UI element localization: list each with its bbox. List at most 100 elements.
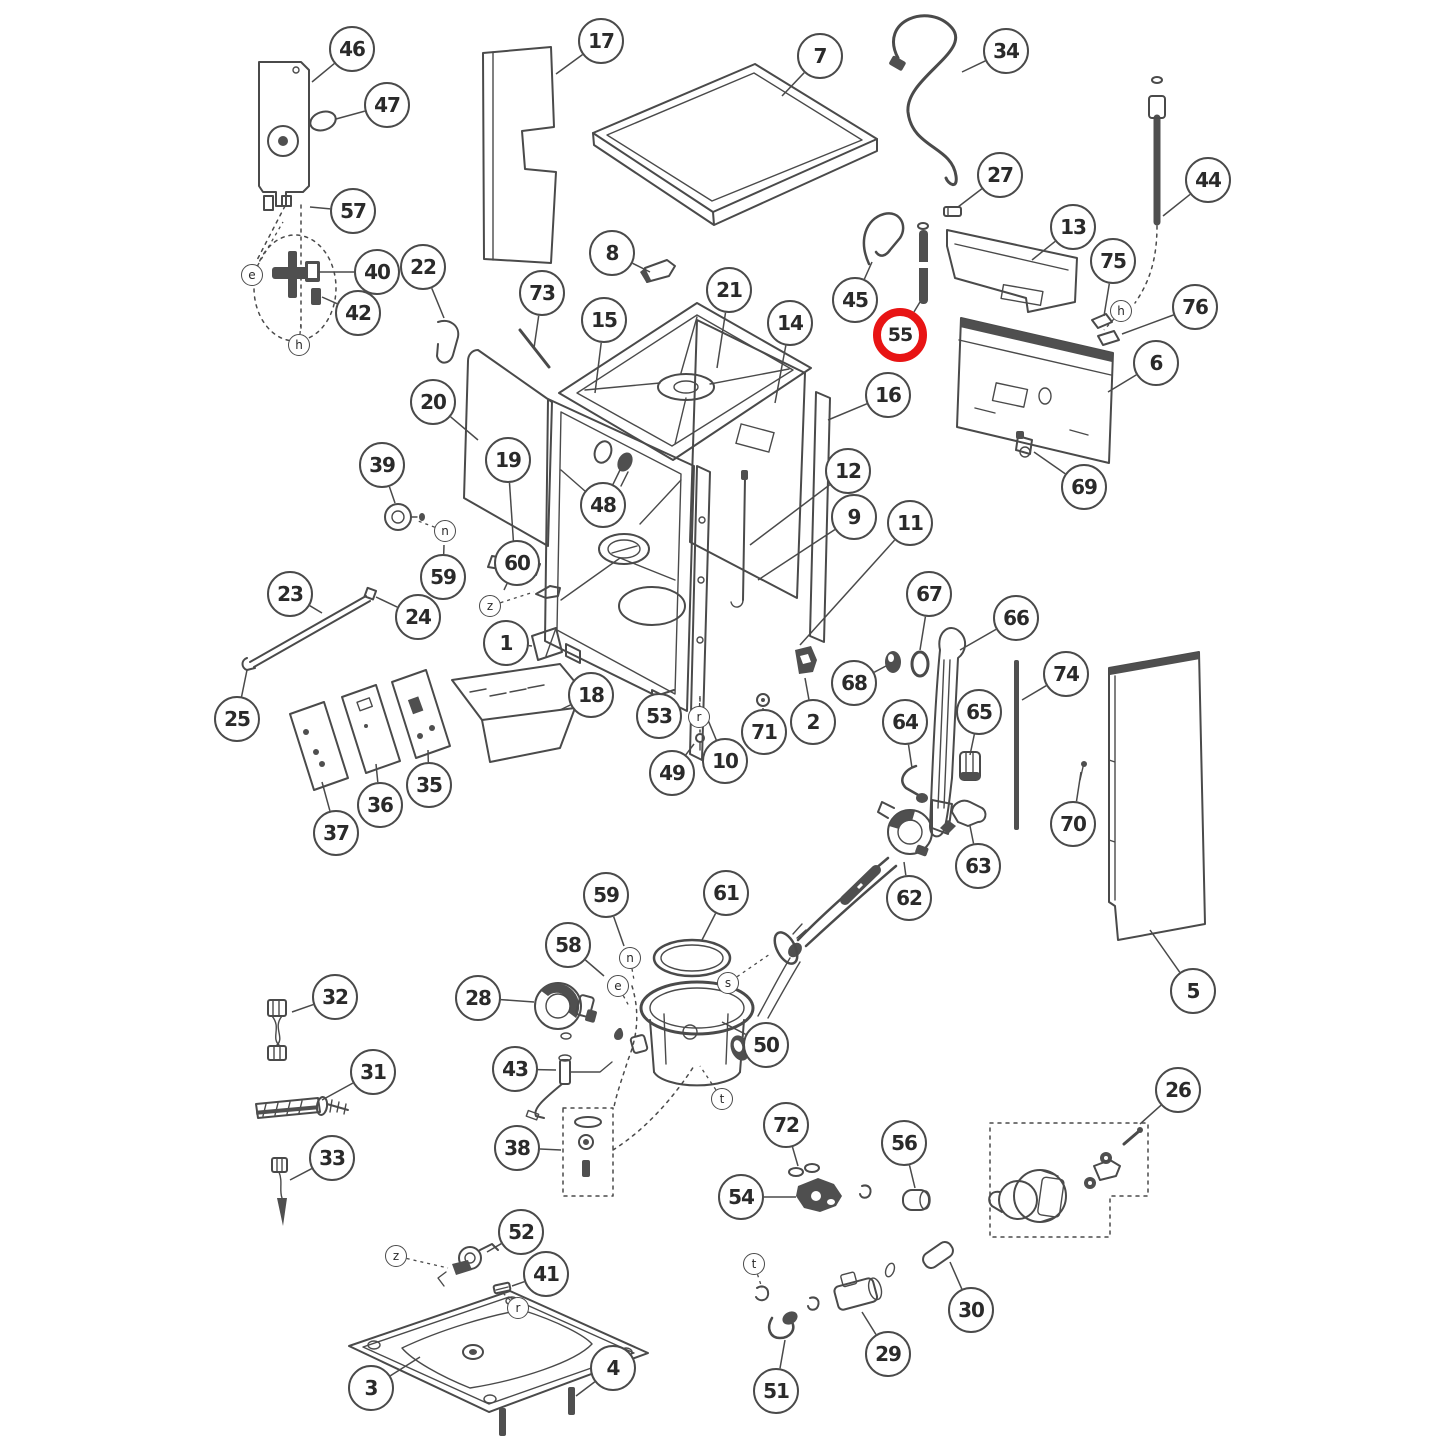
- part-62-drain-pump: [757, 801, 933, 1019]
- callout-51[interactable]: 51: [753, 1368, 799, 1414]
- part-26-motor-assembly: [988, 1122, 1149, 1238]
- callout-60[interactable]: 60: [494, 540, 540, 586]
- callout-61[interactable]: 61: [703, 870, 749, 916]
- callout-50[interactable]: 50: [743, 1022, 789, 1068]
- part-38-hardware-kit: [562, 985, 695, 1197]
- callout-17[interactable]: 17: [578, 18, 624, 64]
- callout-4[interactable]: 4: [590, 1345, 636, 1391]
- callout-s[interactable]: s: [717, 972, 739, 994]
- callout-54[interactable]: 54: [718, 1174, 764, 1220]
- callout-1[interactable]: 1: [483, 620, 529, 666]
- callout-67[interactable]: 67: [906, 571, 952, 617]
- callout-z[interactable]: z: [479, 595, 501, 617]
- callout-38[interactable]: 38: [494, 1125, 540, 1171]
- callout-14[interactable]: 14: [767, 300, 813, 346]
- callout-22[interactable]: 22: [400, 244, 446, 290]
- callout-10[interactable]: 10: [702, 738, 748, 784]
- callout-21[interactable]: 21: [706, 267, 752, 313]
- callout-65[interactable]: 65: [956, 689, 1002, 735]
- callout-43[interactable]: 43: [492, 1046, 538, 1092]
- callout-12[interactable]: 12: [825, 448, 871, 494]
- callout-27[interactable]: 27: [977, 152, 1023, 198]
- callout-15[interactable]: 15: [581, 297, 627, 343]
- callout-64[interactable]: 64: [882, 699, 928, 745]
- callout-62[interactable]: 62: [886, 875, 932, 921]
- callout-71[interactable]: 71: [741, 709, 787, 755]
- callout-34[interactable]: 34: [983, 28, 1029, 74]
- callout-52[interactable]: 52: [498, 1209, 544, 1255]
- callout-e-2[interactable]: e: [607, 975, 629, 997]
- callout-36[interactable]: 36: [357, 782, 403, 828]
- part-73-rod: [518, 328, 551, 369]
- callout-45[interactable]: 45: [832, 277, 878, 323]
- callout-68[interactable]: 68: [831, 660, 877, 706]
- callout-46[interactable]: 46: [329, 26, 375, 72]
- callout-39[interactable]: 39: [359, 442, 405, 488]
- callout-58[interactable]: 58: [545, 922, 591, 968]
- part-31-heater: [255, 1096, 349, 1119]
- callout-2[interactable]: 2: [790, 699, 836, 745]
- callout-57[interactable]: 57: [330, 188, 376, 234]
- callout-66[interactable]: 66: [993, 595, 1039, 641]
- callout-9[interactable]: 9: [831, 494, 877, 540]
- callout-r-2[interactable]: r: [507, 1297, 529, 1319]
- callout-35[interactable]: 35: [406, 762, 452, 808]
- callout-72[interactable]: 72: [763, 1102, 809, 1148]
- callout-5[interactable]: 5: [1170, 968, 1216, 1014]
- callout-42[interactable]: 42: [335, 290, 381, 336]
- callout-49[interactable]: 49: [649, 750, 695, 796]
- callout-13[interactable]: 13: [1050, 204, 1096, 250]
- callout-25[interactable]: 25: [214, 696, 260, 742]
- callout-32[interactable]: 32: [312, 974, 358, 1020]
- callout-3[interactable]: 3: [348, 1365, 394, 1411]
- callout-41[interactable]: 41: [523, 1251, 569, 1297]
- callout-37[interactable]: 37: [313, 810, 359, 856]
- callout-75[interactable]: 75: [1090, 238, 1136, 284]
- part-8-bracket: [640, 259, 676, 283]
- callout-76[interactable]: 76: [1172, 284, 1218, 330]
- part-54-check-valve: [796, 1178, 872, 1212]
- callout-n[interactable]: n: [434, 520, 456, 542]
- callout-6[interactable]: 6: [1133, 340, 1179, 386]
- callout-h-2[interactable]: h: [288, 334, 310, 356]
- callout-26[interactable]: 26: [1155, 1067, 1201, 1113]
- callout-28[interactable]: 28: [455, 975, 501, 1021]
- callout-31[interactable]: 31: [350, 1049, 396, 1095]
- callout-r[interactable]: r: [688, 706, 710, 728]
- callout-8[interactable]: 8: [589, 230, 635, 276]
- callout-18[interactable]: 18: [568, 672, 614, 718]
- callout-20[interactable]: 20: [410, 379, 456, 425]
- callout-59[interactable]: 59: [420, 554, 466, 600]
- callout-73[interactable]: 73: [519, 270, 565, 316]
- callout-63[interactable]: 63: [955, 843, 1001, 889]
- callout-e[interactable]: e: [241, 264, 263, 286]
- callout-56[interactable]: 56: [881, 1120, 927, 1166]
- callout-t[interactable]: t: [711, 1088, 733, 1110]
- callout-55[interactable]: 55: [873, 308, 927, 362]
- callout-69[interactable]: 69: [1061, 464, 1107, 510]
- callout-h[interactable]: h: [1110, 300, 1132, 322]
- callout-7[interactable]: 7: [797, 33, 843, 79]
- callout-23[interactable]: 23: [267, 571, 313, 617]
- callout-59-2[interactable]: 59: [583, 872, 629, 918]
- callout-48[interactable]: 48: [580, 482, 626, 528]
- callout-30[interactable]: 30: [948, 1287, 994, 1333]
- callout-t-2[interactable]: t: [743, 1253, 765, 1275]
- callout-z-2[interactable]: z: [385, 1245, 407, 1267]
- part-28-pump: [534, 982, 597, 1030]
- callout-40[interactable]: 40: [354, 249, 400, 295]
- callout-33[interactable]: 33: [309, 1135, 355, 1181]
- callout-29[interactable]: 29: [865, 1331, 911, 1377]
- callout-24[interactable]: 24: [395, 594, 441, 640]
- callout-70[interactable]: 70: [1050, 801, 1096, 847]
- callout-n-2[interactable]: n: [619, 947, 641, 969]
- callout-19[interactable]: 19: [485, 437, 531, 483]
- callout-47[interactable]: 47: [364, 82, 410, 128]
- callout-44[interactable]: 44: [1185, 157, 1231, 203]
- callout-74[interactable]: 74: [1043, 651, 1089, 697]
- callout-53[interactable]: 53: [636, 693, 682, 739]
- part-75-clamp: [1091, 313, 1120, 346]
- callout-11[interactable]: 11: [887, 500, 933, 546]
- callout-16[interactable]: 16: [865, 372, 911, 418]
